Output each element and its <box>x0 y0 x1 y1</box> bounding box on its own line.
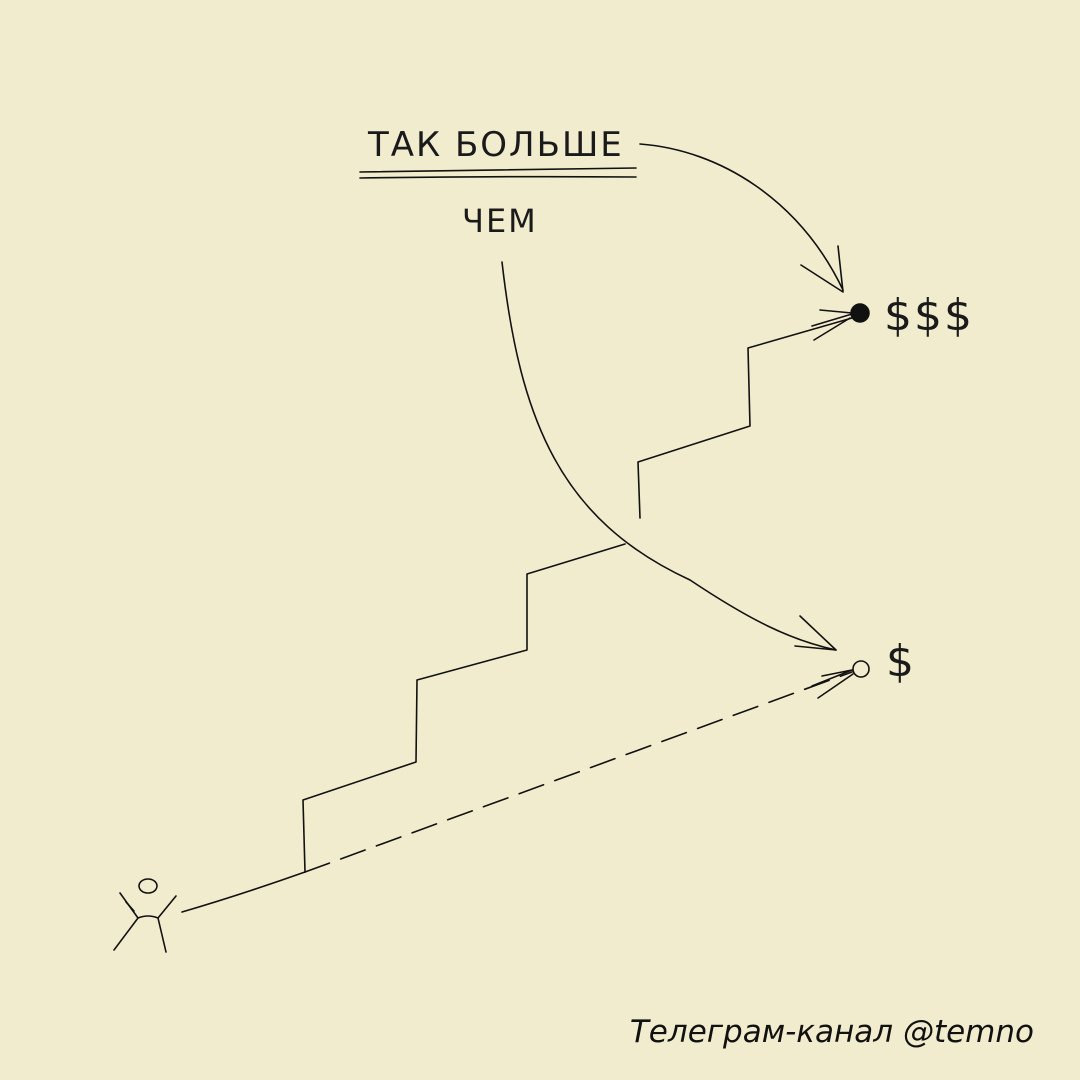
arrow-to-low-goal <box>501 261 837 651</box>
low-goal-rays <box>811 669 854 699</box>
path-start <box>181 871 306 913</box>
footer-channel-label: Телеграм-канал @temno <box>629 1014 1034 1050</box>
underline-2 <box>359 175 637 179</box>
label-high-dollars: $$$ <box>884 290 974 341</box>
staircase-upper <box>637 317 853 519</box>
label-low-dollar: $ <box>886 636 916 687</box>
high-goal-rays <box>811 309 853 341</box>
staircase-lower <box>302 543 626 873</box>
low-goal-dot <box>852 660 870 678</box>
arrowhead-high <box>800 245 844 293</box>
arrowhead-low <box>794 615 837 651</box>
label-chem: ЧЕМ <box>462 202 538 240</box>
underline-1 <box>359 167 637 173</box>
label-tak-bolshe: ТАК БОЛЬШЕ <box>367 125 624 165</box>
arrow-to-high-goal <box>639 143 844 291</box>
dashed-direct-path <box>304 671 853 873</box>
high-goal-dot <box>850 303 870 323</box>
person-icon <box>113 878 177 953</box>
